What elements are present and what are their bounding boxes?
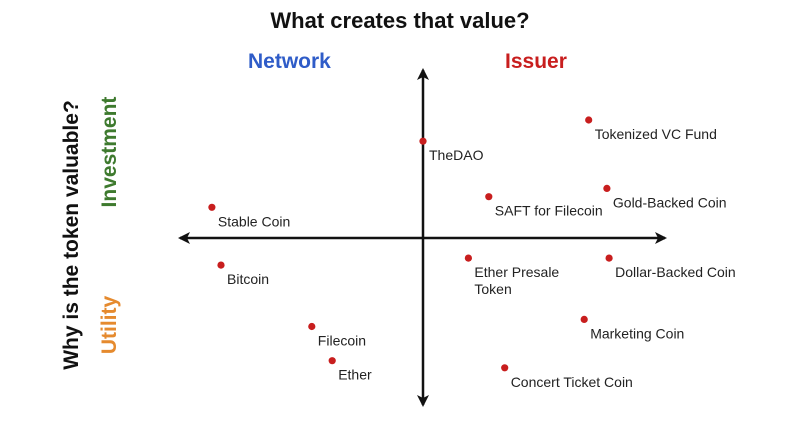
bitcoin-label: Bitcoin [227,271,269,287]
saft-filecoin-label: SAFT for Filecoin [495,203,603,219]
tokenized-vc-label: Tokenized VC Fund [595,126,717,142]
ether-dot [328,357,336,365]
issuer-header: Issuer [505,50,567,73]
concert-ticket-dot [501,364,509,372]
network-header: Network [248,50,331,73]
filecoin-label: Filecoin [318,333,366,349]
stable-coin-dot [208,203,216,211]
marketing-coin-dot [580,315,588,323]
filecoin-dot [308,322,316,331]
thedao-label: TheDAO [429,147,484,163]
ether-presale-dot [464,254,472,262]
saft-filecoin-dot [485,193,493,201]
gold-backed-dot [603,184,611,192]
ether-presale-label: Ether Presale [474,264,559,280]
concert-ticket-label: Concert Ticket Coin [511,374,633,390]
ether-presale-label: Token [474,281,511,297]
thedao-dot [419,137,427,145]
dollar-backed-dot [605,254,613,262]
ether-label: Ether [338,367,372,383]
dollar-backed-label: Dollar-Backed Coin [615,264,736,280]
bitcoin-dot [217,261,225,269]
tokenized-vc-dot [585,116,593,124]
diagram-title: What creates that value? [270,8,530,33]
gold-backed-label: Gold-Backed Coin [613,194,727,210]
marketing-coin-label: Marketing Coin [590,325,684,341]
stable-coin-label: Stable Coin [218,213,290,229]
